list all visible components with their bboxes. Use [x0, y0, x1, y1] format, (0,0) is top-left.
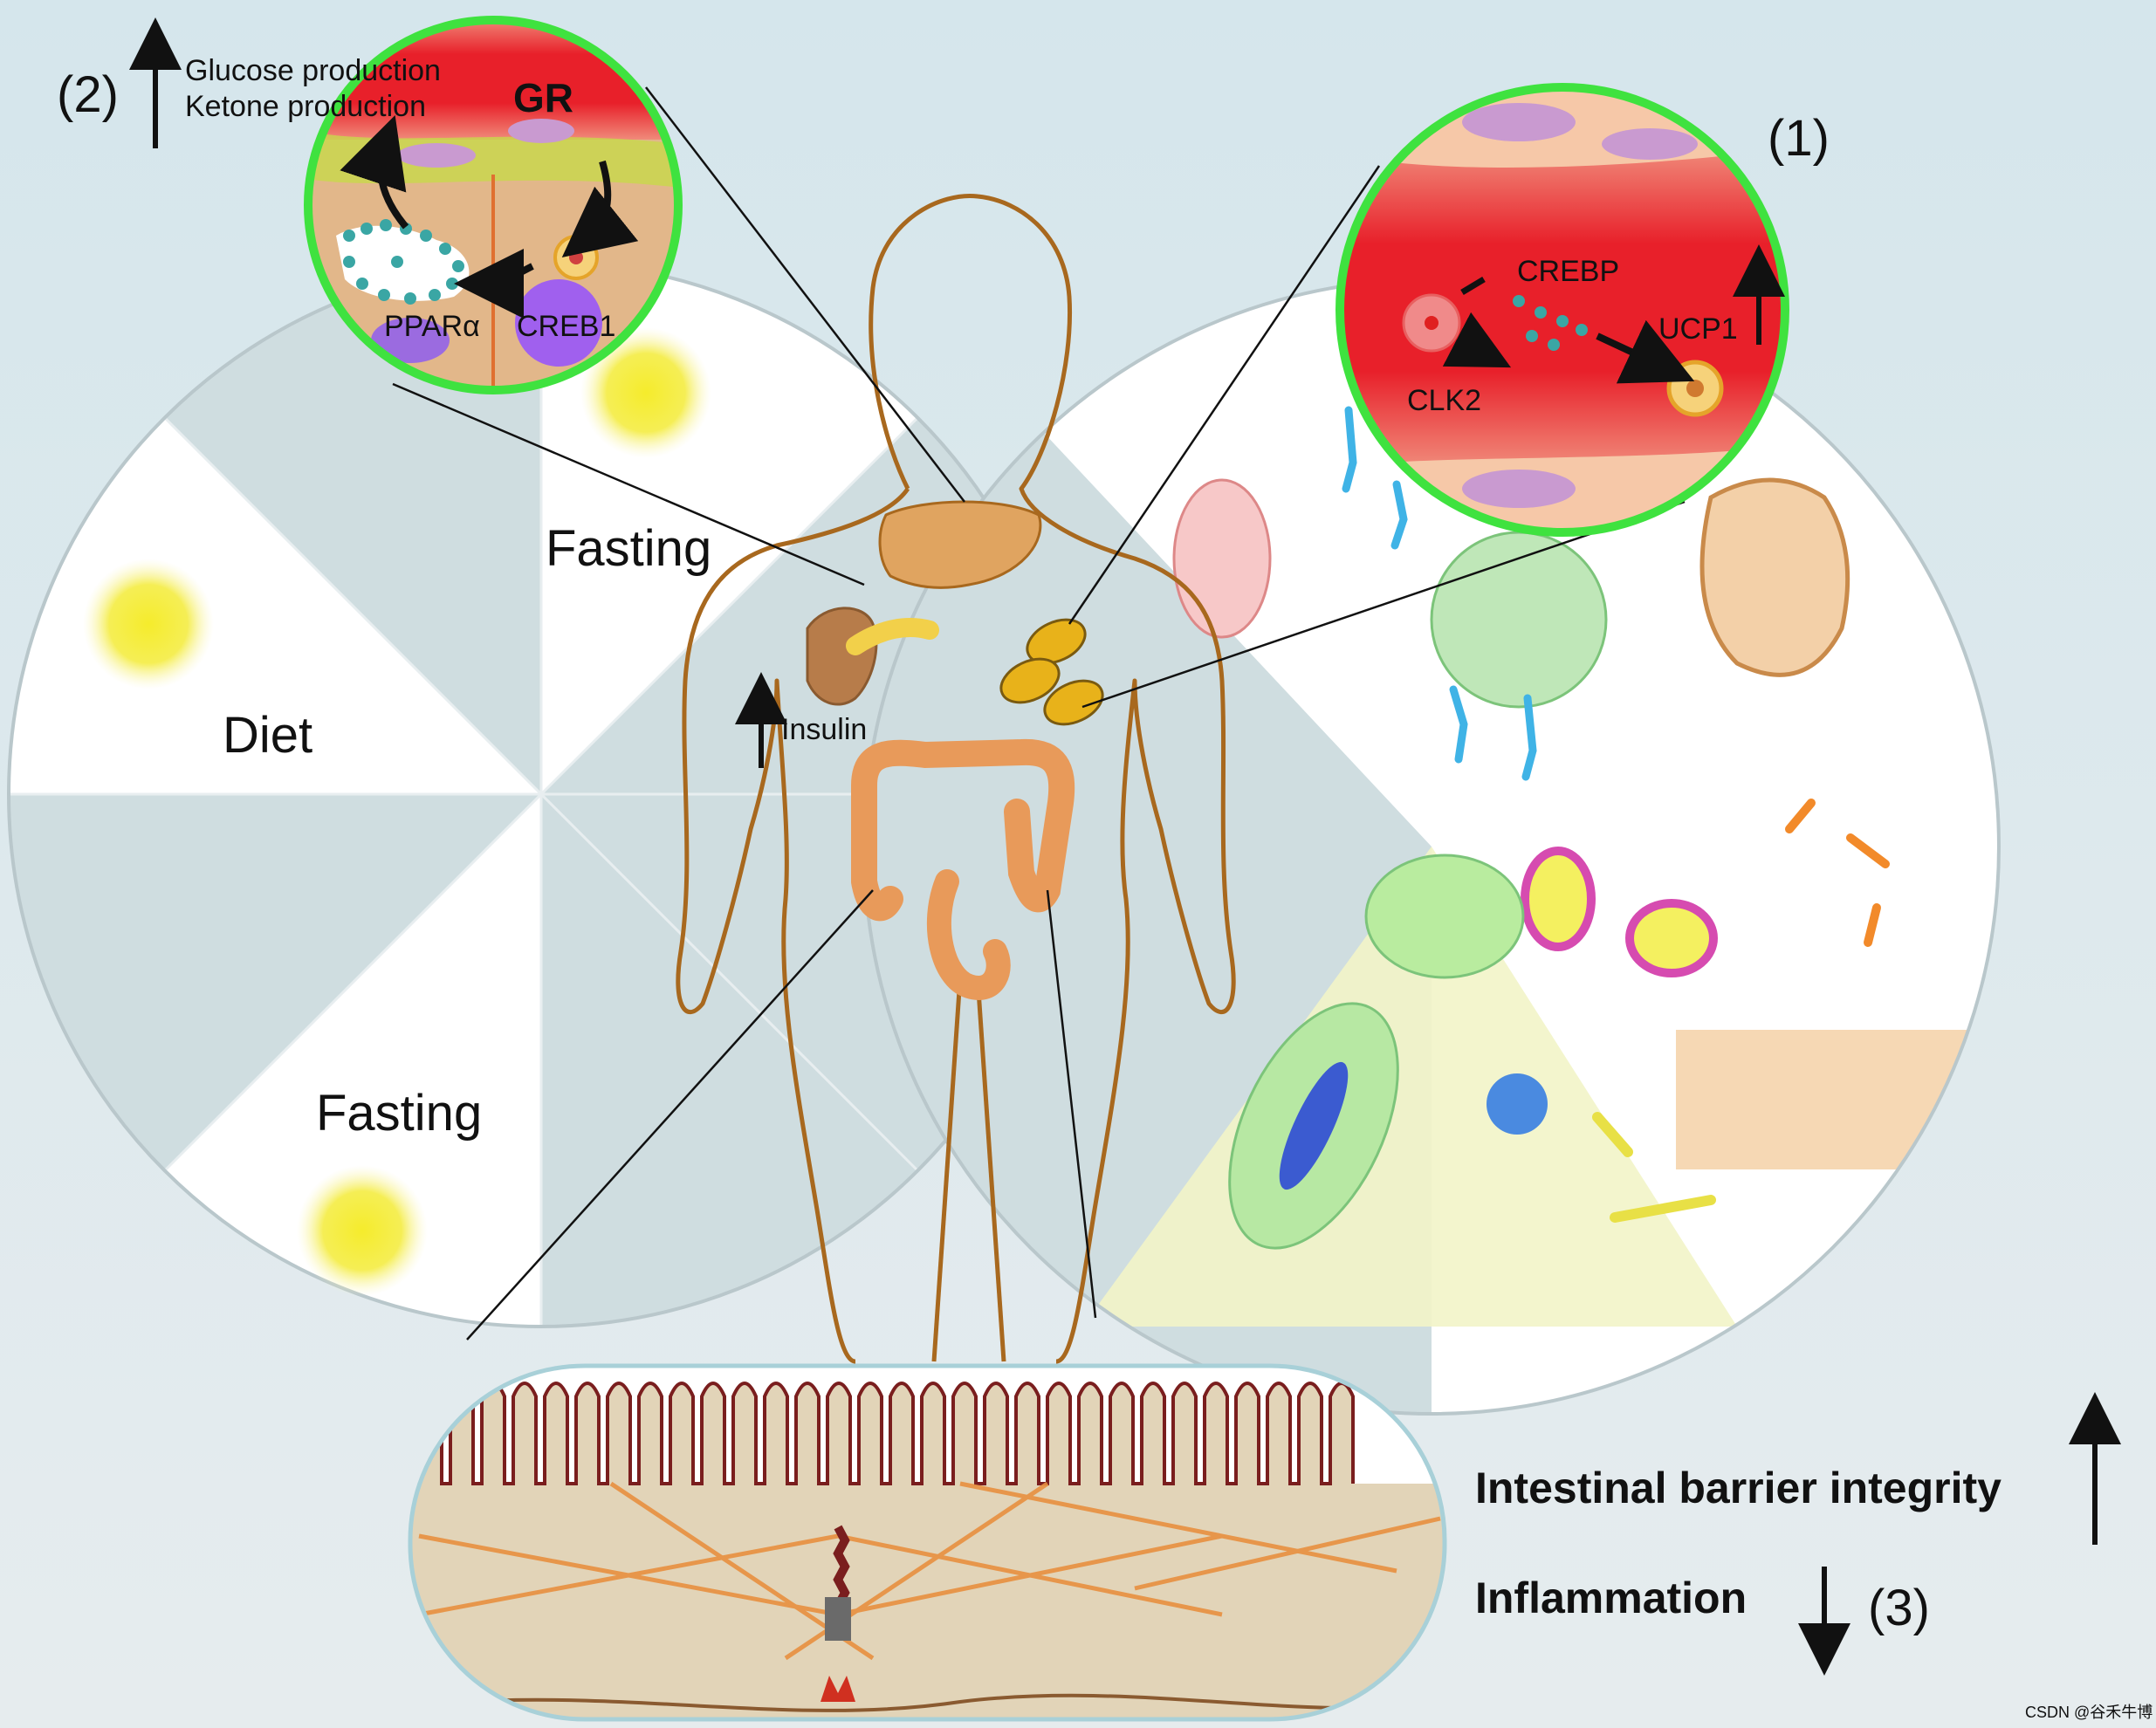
adipose-inset-ring	[1335, 83, 1789, 537]
liver-inset-ring	[304, 16, 683, 394]
gut-inset	[408, 1363, 1447, 1722]
marker-3: (3)	[1868, 1580, 1930, 1636]
clk2-label: CLK2	[1407, 384, 1481, 417]
yeast-cell	[1625, 899, 1718, 977]
sun-icon	[83, 559, 214, 689]
colon-icon	[851, 738, 1075, 922]
pancreas-icon	[806, 607, 878, 706]
human-body	[676, 193, 1236, 1364]
green-cell	[1364, 854, 1525, 979]
sun-icon	[297, 1165, 428, 1296]
insulin-label: Insulin	[781, 713, 867, 746]
pancreas-tail	[846, 618, 939, 655]
yeast-cell	[1521, 847, 1596, 951]
amoeba	[1699, 477, 1850, 677]
creb1-label: CREB1	[517, 310, 615, 343]
protozoa	[1172, 478, 1272, 639]
outcome-ketone: Ketone production	[185, 90, 426, 123]
connector-lines	[392, 86, 1686, 1341]
liver-icon	[878, 500, 1042, 589]
gut-inset-border	[408, 1363, 1447, 1722]
sun-icon	[580, 327, 711, 458]
liver-inset: GR PPARα CREB1	[304, 16, 683, 394]
rectum-icon	[926, 869, 1011, 1000]
wheel-label-fasting-top: Fasting	[546, 520, 711, 577]
wheel-label-fasting-bottom: Fasting	[316, 1085, 482, 1142]
marker-1: (1)	[1768, 110, 1830, 167]
blue-cluster	[1487, 1073, 1548, 1135]
adipose-inset: CREBP CLK2 UCP1	[1335, 83, 1789, 537]
nucleus	[1279, 1061, 1349, 1190]
marker-2: (2)	[57, 66, 119, 123]
inflammation-label: Inflammation	[1475, 1574, 1747, 1622]
ucp1-label: UCP1	[1658, 312, 1738, 346]
adipocytes-icon	[999, 618, 1104, 726]
gr-label: GR	[513, 75, 573, 120]
watermark: CSDN @谷禾牛博	[2025, 1704, 2153, 1721]
crebp-label: CREBP	[1517, 255, 1619, 288]
barrier-integrity-label: Intestinal barrier integrity	[1475, 1464, 2002, 1512]
wheel-label-diet: Diet	[223, 707, 312, 764]
ppara-label: PPARα	[384, 310, 480, 343]
outcome-glucose: Glucose production	[185, 54, 441, 87]
